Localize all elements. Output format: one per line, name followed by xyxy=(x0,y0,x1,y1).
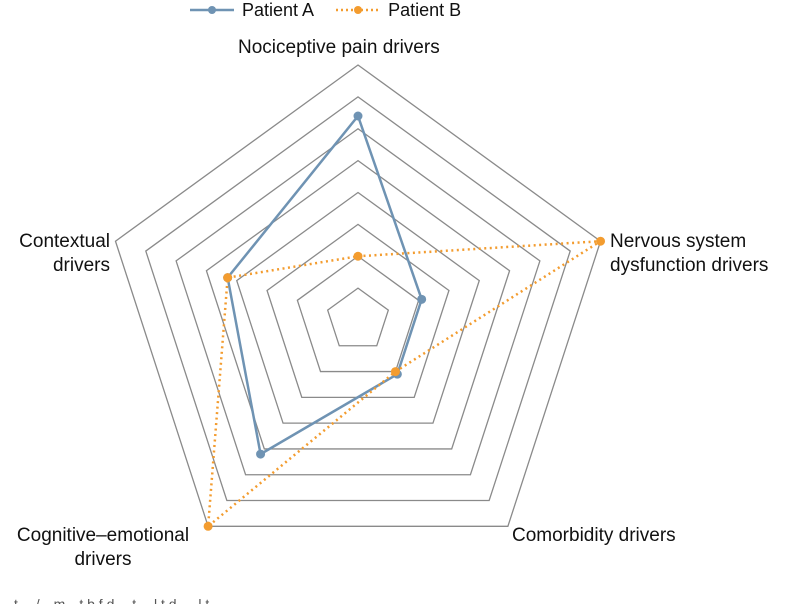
series-line-patient-a xyxy=(226,113,423,457)
grid-ring-1 xyxy=(326,287,390,347)
axis-label-0: Nociceptive pain drivers xyxy=(238,36,440,60)
data-point-patient-a-3 xyxy=(256,449,266,459)
grid-ring-2 xyxy=(296,255,420,373)
axis-label-1: Nervous system dysfunction drivers xyxy=(610,230,768,278)
grid-ring-7 xyxy=(145,96,571,502)
data-point-patient-b-3 xyxy=(203,521,213,531)
radar-grid xyxy=(114,64,602,527)
axis-label-line: Contextual xyxy=(19,231,110,252)
axis-label-2: Comorbidity drivers xyxy=(512,524,676,548)
series-line-patient-b xyxy=(206,239,602,530)
data-point-patient-b-1 xyxy=(596,236,606,246)
axis-label-4: Contextual drivers xyxy=(0,230,110,278)
legend-label-patient-a: Patient A xyxy=(242,0,315,20)
legend-item-patient-b: Patient B xyxy=(336,0,461,21)
axis-label-line: Nervous system xyxy=(610,231,747,252)
grid-ring-5 xyxy=(205,159,511,450)
grid-ring-8 xyxy=(114,64,602,527)
axis-label-line: Comorbidity drivers xyxy=(512,525,676,546)
data-point-patient-a-0 xyxy=(353,111,363,121)
legend-swatch-patient-b xyxy=(336,6,381,14)
axis-label-line: drivers xyxy=(74,549,132,570)
radar-series-layer xyxy=(203,111,606,531)
axis-label-3: Cognitive–emotional drivers xyxy=(0,524,206,572)
legend-item-patient-a: Patient A xyxy=(190,0,314,21)
axis-label-line: drivers xyxy=(52,255,110,276)
legend-swatch-patient-a xyxy=(190,6,234,14)
data-point-patient-a-1 xyxy=(417,294,427,304)
data-point-patient-b-2 xyxy=(390,367,400,377)
grid-ring-4 xyxy=(235,191,481,424)
axis-label-line: Cognitive–emotional xyxy=(16,525,190,546)
data-point-patient-b-0 xyxy=(353,251,363,261)
data-point-patient-b-4 xyxy=(223,273,233,283)
axis-label-line: Nociceptive pain drivers xyxy=(238,37,440,58)
footer-text: …t… /…m…t b f d… t …l t d … l t … … xyxy=(0,596,246,604)
legend-label-patient-b: Patient B xyxy=(388,0,462,20)
axis-label-line: dysfunction drivers xyxy=(610,255,769,276)
chart-legend: Patient A Patient B xyxy=(190,0,461,22)
grid-ring-6 xyxy=(175,127,541,476)
